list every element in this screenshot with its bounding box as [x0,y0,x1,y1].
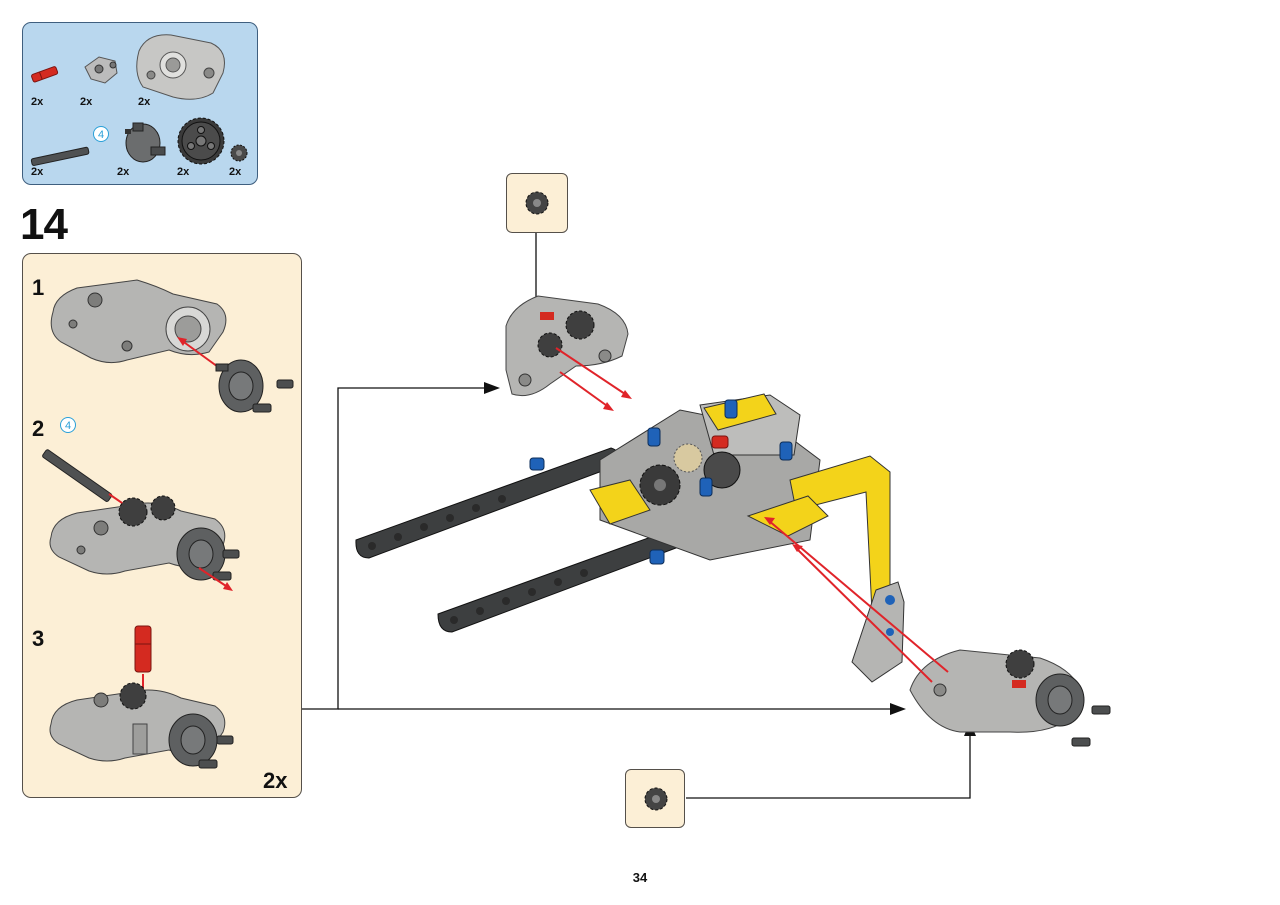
flow-arrows [302,233,971,799]
substep-multiplier: 2x [263,768,288,793]
small-gear-icon [644,787,668,811]
substep-number: 1 [32,275,45,300]
substep2-axle [42,449,113,502]
steering-housing-part [136,34,225,100]
dark-beam-left [355,447,622,559]
callout-gear-top [506,173,568,233]
large-gear-part [177,117,225,165]
top-steering-module [505,295,629,397]
beam-holes [368,495,588,624]
part-quantity: 2x [31,96,44,108]
part-quantity: 2x [177,166,190,178]
small-gear-icon [525,191,549,215]
part-quantity: 2x [80,96,93,108]
substep-box: 1 2 4 3 2x [22,253,302,798]
substep3-housing [49,682,234,769]
axle-length-badge: 4 [60,417,76,433]
substep3-red-pin [134,625,152,673]
yellow-frame [589,393,891,613]
substep1-hub [215,359,294,413]
assembly-arrow [555,347,629,397]
part-quantity: 2x [117,166,130,178]
red-pin [711,435,729,449]
substep-number: 2 [32,416,45,441]
page-number: 34 [632,870,648,885]
substep-illustrations [42,279,294,769]
assembly-arrow [559,371,611,409]
parts-list-illustrations [30,34,248,166]
chassis-gears [639,443,741,506]
part-quantity: 2x [229,166,242,178]
gray-vertical-beam [851,581,905,683]
assembly-arrow [795,547,933,683]
hub-part [125,122,166,163]
red-axle-pin-part [31,66,59,83]
part-quantity: 2x [31,166,44,178]
callout-gear-bottom [625,769,685,828]
dark-axle-part [30,146,90,166]
right-steering-module [909,649,1111,747]
part-quantity: 2x [138,96,151,108]
axle-length-badge: 4 [93,126,109,142]
blue-pins [529,399,793,565]
substep2-housing [49,495,240,581]
substep-number: 3 [32,626,45,651]
small-gear-part [230,144,248,162]
step-number: 14 [20,200,68,249]
assembly-arrow [198,567,230,589]
parts-list-box: 2x 2x 2x 2x 2x 2x 2x 4 [22,22,258,185]
gray-connector-part [84,56,118,84]
